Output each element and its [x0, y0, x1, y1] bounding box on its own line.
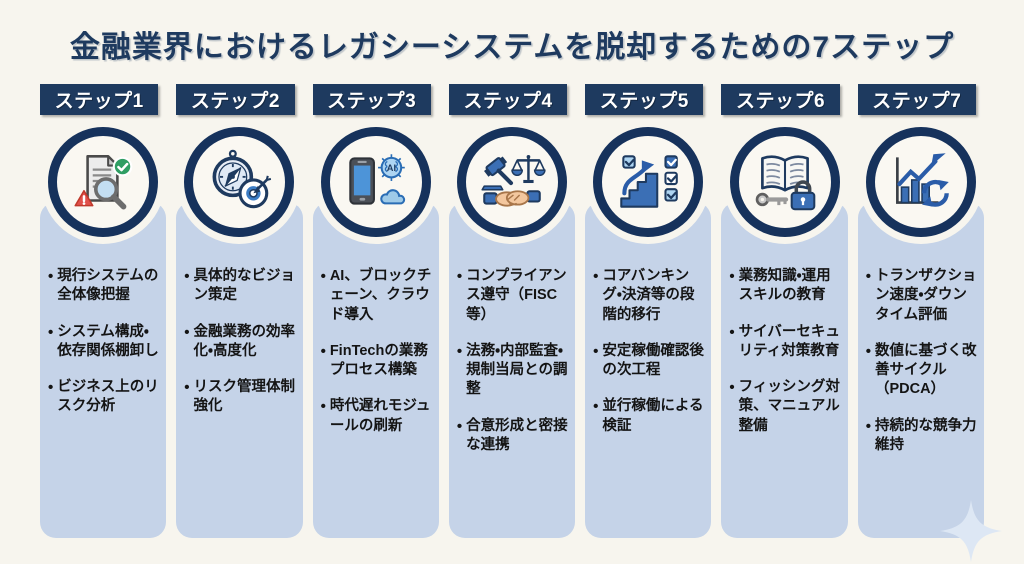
step-panel — [40, 202, 167, 538]
bullet-dot — [48, 378, 53, 398]
list-item: トランザクション速度・ダウンタイム評価 — [866, 267, 979, 325]
bullet-dot — [457, 417, 462, 437]
bullet-dot — [321, 267, 326, 287]
step-badge: ステップ3 — [312, 84, 431, 115]
smartphone-ai-cloud-icon: AI — [348, 154, 405, 205]
bullet-list: 業務知識・運用スキルの教育 サイバーセキュリティ対策教育 フィッシング対策、マニ… — [721, 267, 847, 436]
bullet-dot — [184, 323, 189, 343]
bullet-list: トランザクション速度・ダウンタイム評価 数値に基づく改善サイクル（PDCA） 持… — [858, 267, 984, 455]
bullet-dot — [729, 378, 734, 398]
page-title: 金融業界におけるレガシーシステムを脱却するための7ステップ — [69, 31, 955, 64]
bullet-dot — [184, 267, 189, 287]
bullet-list: 具体的なビジョン策定 金融業務の効率化・高度化 リスク管理体制強化 — [176, 267, 302, 417]
bullet-list: コアバンキング・決済等の段階的移行 安定稼働確認後の次工程 並行稼働による検証 — [585, 267, 711, 436]
list-item: 並行稼働による検証 — [593, 397, 706, 436]
list-item: 安定稼働確認後の次工程 — [593, 342, 706, 381]
gavel-scales-handshake-icon — [481, 154, 546, 207]
list-item: AI、ブロックチェーン、クラウド導入 — [321, 267, 434, 325]
bullet-dot — [866, 267, 871, 287]
list-item: 金融業務の効率化・高度化 — [184, 323, 297, 362]
step-icon-circle — [48, 127, 159, 237]
list-item: 具体的なビジョン策定 — [184, 267, 297, 306]
step-badge: ステップ7 — [857, 84, 976, 115]
document-audit-icon — [74, 155, 133, 210]
list-item: 業務知識・運用スキルの教育 — [729, 267, 842, 306]
step-column-4: ステップ4 — [448, 84, 576, 538]
step-badge-label: ステップ5 — [599, 91, 689, 112]
step-column-1: ステップ1 現行システムの全体像把握 システム構成・依存関係棚卸し — [40, 84, 167, 538]
list-item: リスク管理体制強化 — [184, 378, 297, 417]
step-badge-label: ステップ2 — [190, 91, 280, 112]
step-badge-label: ステップ4 — [463, 91, 553, 112]
chart-improvement-cycle-icon — [895, 153, 949, 207]
step-column-3: ステップ3 AI AI、ブロックチェーン、クラウド導入 — [312, 84, 439, 538]
bullet-dot — [457, 342, 462, 362]
list-item: ビジネス上のリスク分析 — [48, 378, 161, 417]
list-item: 時代遅れモジュールの刷新 — [321, 397, 434, 436]
step-badge: ステップ2 — [176, 84, 295, 115]
step-column-2: ステップ2 — [176, 84, 303, 538]
bullet-list: コンプライアンス遵守（FISC等） 法務・内部監査・規制当局との調整 合意形成と… — [449, 267, 575, 455]
step-panel — [312, 202, 439, 538]
step-column-6: ステップ6 業務知識・運用スキルの教育 サイバーセキュリティ対策教育 — [721, 84, 848, 538]
bullet-dot — [321, 397, 326, 417]
bullet-dot — [593, 342, 598, 362]
bullet-dot — [48, 267, 53, 287]
step-icon-circle — [184, 127, 295, 237]
list-item: フィッシング対策、マニュアル整備 — [729, 378, 842, 436]
bullet-dot — [866, 342, 871, 362]
list-item: 合意形成と密接な連携 — [457, 417, 570, 456]
step-badge: ステップ6 — [721, 84, 840, 115]
compass-target-icon — [212, 149, 272, 209]
sparkle-icon — [940, 500, 1002, 562]
step-icon-circle: AI — [320, 127, 431, 237]
list-item: 持続的な競争力維持 — [866, 417, 979, 456]
step-column-7: ステップ7 トランザクション速度・ダウンタイム評価 数値に基づく改善サイクル（P… — [857, 84, 984, 538]
bullet-dot — [48, 323, 53, 343]
list-item: サイバーセキュリティ対策教育 — [729, 323, 842, 362]
bullet-dot — [866, 417, 871, 437]
bullet-list: AI、ブロックチェーン、クラウド導入 FinTechの業務プロセス構築 時代遅れ… — [313, 267, 439, 436]
step-panel — [176, 202, 303, 538]
bullet-dot — [729, 323, 734, 343]
step-panel — [448, 202, 576, 538]
step-badge-label: ステップ1 — [54, 91, 144, 112]
list-item: 法務・内部監査・規制当局との調整 — [457, 342, 570, 400]
step-badge: ステップ1 — [40, 84, 159, 115]
step-panel — [585, 202, 712, 538]
step-badge: ステップ5 — [585, 84, 704, 115]
list-item: 現行システムの全体像把握 — [48, 267, 161, 306]
step-icon-circle — [865, 127, 976, 237]
list-item: FinTechの業務プロセス構築 — [321, 342, 434, 381]
step-icon-circle — [456, 127, 567, 237]
step-icon-circle — [593, 127, 704, 237]
bullet-dot — [593, 267, 598, 287]
step-badge: ステップ4 — [448, 84, 568, 115]
list-item: システム構成・依存関係棚卸し — [48, 323, 161, 362]
step-panel — [857, 202, 984, 538]
svg-text:AI: AI — [386, 163, 395, 173]
list-item: コアバンキング・決済等の段階的移行 — [593, 267, 706, 325]
step-badge-label: ステップ3 — [327, 91, 417, 112]
step-column-5: ステップ5 コアバンキング・決済等の段階的移行 安定稼働確認後の次工程 並行稼働… — [585, 84, 712, 538]
bullet-list: 現行システムの全体像把握 システム構成・依存関係棚卸し ビジネス上のリスク分析 — [40, 267, 166, 417]
book-key-lock-icon — [755, 155, 815, 211]
stairs-checklist-icon — [620, 155, 679, 208]
bullet-dot — [593, 397, 598, 417]
step-badge-label: ステップ6 — [736, 91, 826, 112]
step-badge-label: ステップ7 — [872, 91, 962, 112]
step-icon-circle — [729, 127, 840, 237]
bullet-dot — [457, 267, 462, 287]
bullet-dot — [729, 267, 734, 287]
steps-row: ステップ1 現行システムの全体像把握 システム構成・依存関係棚卸し — [40, 84, 984, 538]
bullet-dot — [321, 342, 326, 362]
list-item: コンプライアンス遵守（FISC等） — [457, 267, 570, 325]
list-item: 数値に基づく改善サイクル（PDCA） — [866, 342, 979, 400]
bullet-dot — [184, 378, 189, 398]
step-panel — [721, 202, 848, 538]
